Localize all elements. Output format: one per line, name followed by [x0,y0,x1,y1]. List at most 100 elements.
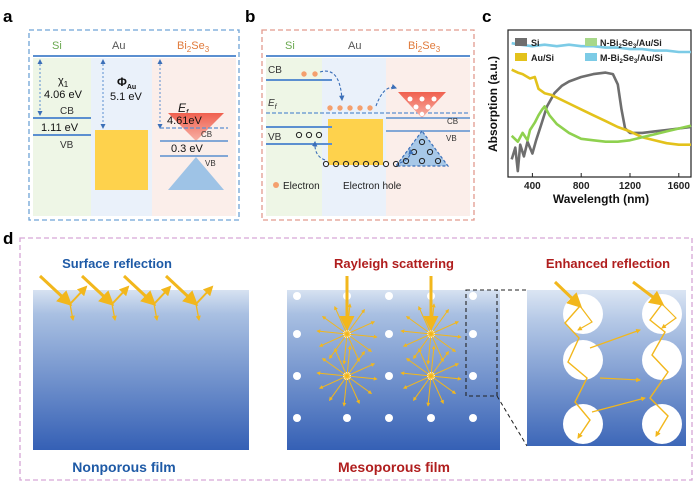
x-tick-label: 1200 [619,181,642,192]
scattered-ray [400,371,432,377]
si-gap-value: 1.11 eV [41,122,79,134]
b-au-electron [337,105,343,111]
transmitted-ray [195,303,201,322]
scattered-ray [346,303,352,335]
x-tick-label: 800 [573,181,590,192]
bise-conduction-cone [168,113,224,141]
scattered-ray [316,329,348,335]
scattered-ray [405,316,432,335]
b-hot-electron-arrow [375,84,398,107]
scattered-ray [329,375,348,402]
b-hole-row [342,160,350,168]
b-hole-row [362,160,370,168]
pore [385,372,393,380]
b-cb-label: CB [268,65,282,76]
legend-swatch-si [515,38,527,46]
multi-reflection-path-left [564,305,591,439]
b-cone-electron [431,96,437,102]
transmitted-ray [153,303,159,322]
b-legend-electron-dot [273,182,279,188]
incident-ray [80,274,115,307]
cross-reflection [599,377,641,383]
scattered-ray [346,375,378,381]
scattered-ray [346,350,365,377]
scattered-ray [346,363,376,377]
legend-au-si: Au/Si [531,53,554,63]
scattered-ray [346,345,352,377]
b-si-hole [295,131,303,139]
scattered-ray [413,375,432,402]
scattered-ray [405,358,432,377]
scattered-ray [418,305,432,335]
panel-b-letter: b [245,7,255,26]
scattered-ray [346,321,376,335]
scattered-ray [342,333,348,365]
b-hole-row [322,160,330,168]
scattered-ray [346,375,373,394]
bise-gap-value: 0.3 eV [171,143,203,155]
chi-value: 4.06 eV [44,89,83,101]
panel-d: d Surface reflection Nonporous film Rayl… [3,229,693,481]
chart-x-label: Wavelength (nm) [553,192,649,206]
reflected-ray [111,285,130,305]
scattered-ray [346,333,360,363]
pore [293,330,301,338]
reflected-ray [69,285,88,305]
series-line-2 [510,105,692,143]
chart-plot-area [507,29,692,178]
b-vb-label: VB [268,132,282,143]
pore [427,414,435,422]
large-pore [563,404,603,444]
scattered-ray [321,358,348,377]
scattered-ray [430,375,457,394]
panel-b-frame [261,29,475,221]
transmitted-ray [111,303,117,322]
transmitted-ray [69,303,75,322]
pore [469,292,477,300]
scattered-ray [430,303,436,335]
b-si-hole [305,131,313,139]
scattered-ray [318,375,348,389]
si-cb-label: CB [60,106,74,117]
bise-label: Bi2Se3 [177,40,210,54]
multi-reflection-path-right [649,303,669,437]
rayleigh-title: Rayleigh scattering [334,256,454,271]
b-cone-electron [413,104,419,110]
scattered-ray [430,333,444,363]
panel-a-frame [28,29,240,221]
scattered-ray [318,333,348,347]
panel-a: a Si Au Bi2Se3 χ1 4.06 eV CB 1.11 eV VB … [3,7,240,221]
b-au-electron [367,105,373,111]
b-hole-row [352,160,360,168]
nonporous-label: Nonporous film [72,459,175,475]
b-au-electron [357,105,363,111]
cross-reflection [589,329,641,349]
x-tick-label: 400 [524,181,541,192]
scattered-ray [430,333,462,339]
b-hole-transfer-right [399,148,414,164]
pore [385,414,393,422]
scattered-ray [430,350,449,377]
large-pore [642,340,682,380]
scattered-ray [402,375,432,389]
bise-cb-label: CB [201,130,212,139]
panel-a-letter: a [3,7,13,26]
pore [469,330,477,338]
b-au-label: Au [348,40,361,52]
au-fermi-block [95,130,148,190]
b-cone-hole [426,148,434,156]
chart-y-label: Absorption (a.u.) [486,56,500,152]
ef-symbol: Ef [178,101,189,117]
b-hole-row [332,160,340,168]
legend-swatch-m-bise [585,53,597,61]
b-bise-cb-label: CB [447,117,458,126]
panel-b: b Si Au Bi2Se3 CB Ef CB [245,7,475,221]
si-region [33,58,91,216]
cross-reflection [591,396,646,413]
incident-ray [632,280,665,306]
pore [385,330,393,338]
b-cone-electron [419,111,425,117]
legend-si: Si [531,38,540,48]
